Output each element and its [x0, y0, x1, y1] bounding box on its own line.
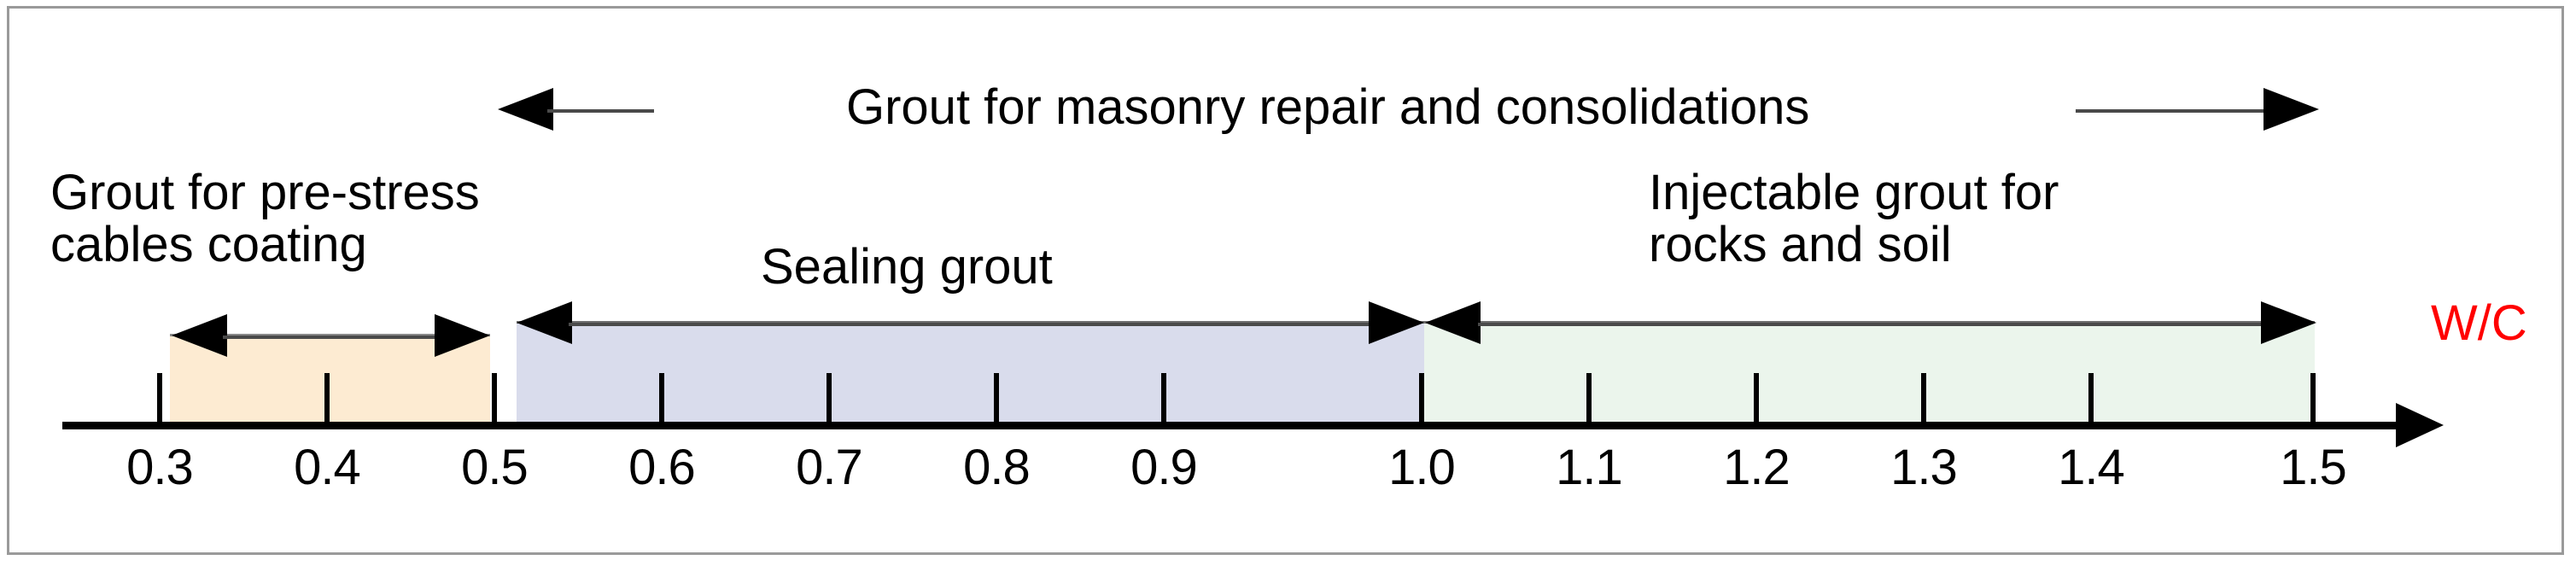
arrowhead-left-icon — [498, 88, 553, 131]
x-axis-tick-label: 0.8 — [963, 440, 1031, 495]
arrowhead-left-icon — [172, 314, 227, 357]
arrowhead-right-icon — [2261, 301, 2316, 344]
arrowhead-right-icon — [435, 314, 490, 357]
x-axis-tick — [2310, 373, 2316, 426]
x-axis-tick-label: 0.5 — [461, 440, 529, 495]
arrowhead-right-icon — [1369, 301, 1424, 344]
x-axis-tick — [827, 373, 832, 426]
arrowhead-right-icon — [2263, 88, 2319, 131]
x-axis-tick-label: 0.9 — [1130, 440, 1198, 495]
label-prestress-cables: Grout for pre-stress cables coating — [50, 165, 480, 273]
x-axis-tick — [157, 373, 162, 426]
range-band-injectable — [1424, 321, 2315, 427]
diagram-frame: Grout for masonry repair and consolidati… — [7, 6, 2564, 555]
x-axis-arrowhead-icon — [2396, 403, 2444, 447]
x-axis-tick — [1754, 373, 1759, 426]
range-band-sealing — [517, 321, 1424, 427]
x-axis-tick — [2088, 373, 2094, 426]
x-axis-tick-label: 1.2 — [1723, 440, 1790, 495]
arrow-shaft — [569, 323, 1376, 326]
label-masonry-repair: Grout for masonry repair and consolidati… — [846, 79, 1810, 135]
arrow-shaft — [223, 336, 436, 339]
x-axis-tick-label: 1.1 — [1556, 440, 1623, 495]
axis-label-wc: W/C — [2431, 295, 2527, 351]
x-axis-tick — [1586, 373, 1592, 426]
arrowhead-left-icon — [1425, 301, 1481, 344]
x-axis-tick-label: 1.4 — [2058, 440, 2125, 495]
x-axis-tick-label: 0.3 — [126, 440, 194, 495]
x-axis-line — [62, 422, 2402, 429]
x-axis-tick-label: 0.7 — [796, 440, 863, 495]
x-axis-tick-label: 0.4 — [294, 440, 361, 495]
x-axis-tick — [1419, 373, 1424, 426]
x-axis-tick-label: 1.5 — [2280, 440, 2347, 495]
arrow-shaft-left — [547, 109, 654, 113]
x-axis-tick — [492, 373, 497, 426]
x-axis-tick — [994, 373, 999, 426]
x-axis-tick — [659, 373, 664, 426]
arrow-shaft — [1478, 323, 2263, 326]
label-injectable-grout: Injectable grout for rocks and soil — [1649, 165, 2059, 273]
arrow-shaft-right — [2076, 109, 2268, 113]
x-axis-tick — [324, 373, 330, 426]
label-sealing-grout: Sealing grout — [761, 239, 1053, 295]
x-axis-tick — [1161, 373, 1166, 426]
x-axis-tick-label: 1.0 — [1388, 440, 1456, 495]
x-axis-tick — [1921, 373, 1926, 426]
x-axis-tick-label: 0.6 — [628, 440, 696, 495]
arrowhead-left-icon — [517, 301, 572, 344]
x-axis-tick-label: 1.3 — [1890, 440, 1958, 495]
